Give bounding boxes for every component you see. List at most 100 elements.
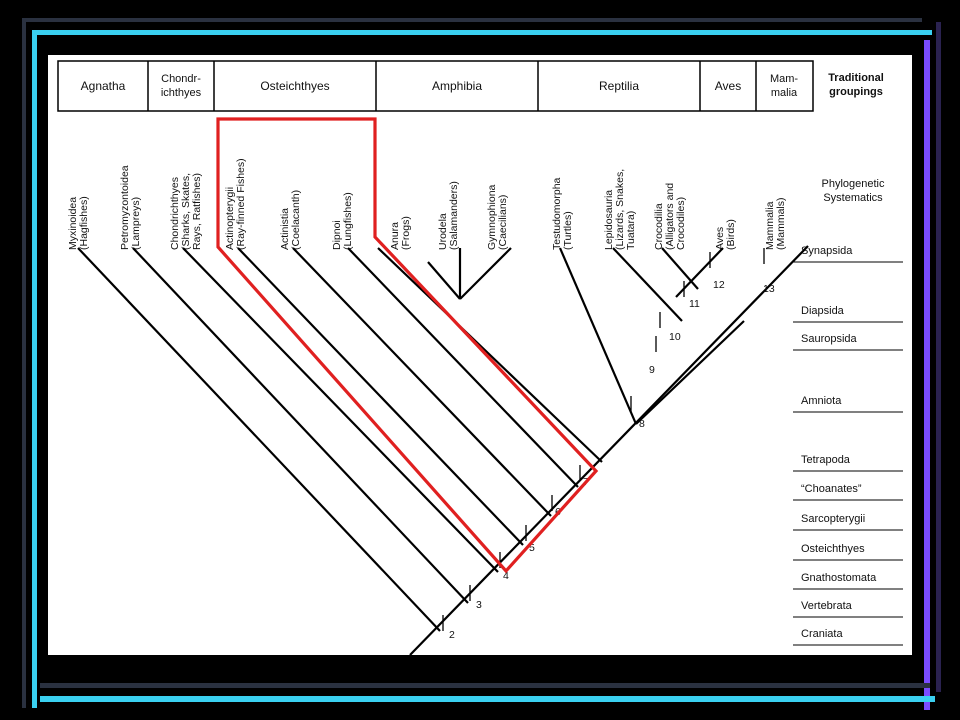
grouping-chondrichthyes: Chondr-ichthyes <box>161 73 202 99</box>
frame-top-cyan-bar <box>32 30 932 35</box>
taxon-label: Testudomorpha(Turtles) <box>551 177 574 250</box>
taxon-label-line: Urodela <box>437 213 449 250</box>
t-phylo-line: Systematics <box>823 192 883 204</box>
taxon-label-line: (Hagfishes) <box>78 196 90 250</box>
clade-label: Sarcopterygii <box>801 513 865 525</box>
taxon-label-line: Lepidosauria <box>603 190 615 250</box>
taxon-label: Actinopterygii(Ray-finned Fishes) <box>224 158 247 250</box>
taxon-label-line: Rays, Ratfishes) <box>191 173 203 250</box>
node-number: 9 <box>649 364 655 376</box>
taxon-label-line: Chondrichthyes <box>169 177 181 250</box>
tree-branch <box>612 247 683 322</box>
taxon-label-line: (Ray-finned Fishes) <box>235 158 247 250</box>
node-number: 5 <box>529 542 535 554</box>
taxon-label-line: Actinopterygii <box>224 187 236 250</box>
node-number: 3 <box>476 599 482 611</box>
tree-branch <box>459 247 512 300</box>
taxon-label: Urodela(Salamanders) <box>437 181 460 250</box>
taxon-label-line: Testudomorpha <box>551 177 563 250</box>
tree-branch <box>409 245 809 656</box>
tree-branch <box>182 247 499 573</box>
clade-label: Diapsida <box>801 305 845 317</box>
clade-label: Gnathostomata <box>801 572 877 584</box>
taxon-label: Chondrichthyes(Sharks, Skates,Rays, Ratf… <box>169 173 203 250</box>
taxon-label-line: (Lampreys) <box>130 197 142 250</box>
tree-branch <box>661 247 699 290</box>
taxon-label-line: (Mammals) <box>775 198 787 251</box>
grouping-amphibia: Amphibia <box>432 79 482 93</box>
frame-bottom-cyan-bar <box>40 696 935 702</box>
frame-right-purple-bar <box>924 40 930 710</box>
node-number: 10 <box>669 331 681 343</box>
node-number: 13 <box>763 283 775 295</box>
t-mam-line: Mam- <box>770 73 798 85</box>
grouping-agnatha: Agnatha <box>81 79 126 93</box>
taxon-label: Gymnophiona(Caecilians) <box>486 184 509 250</box>
frame-right-dark-bar <box>936 22 941 692</box>
t-chondr-line: Chondr- <box>161 73 201 85</box>
taxon-label-line: (Sharks, Skates, <box>180 173 192 250</box>
grouping-aves: Aves <box>715 79 741 93</box>
taxon-label-line: Dipnoi <box>331 220 343 250</box>
osteichthyes-highlight-outline <box>216 117 599 574</box>
taxon-label: Mammalia(Mammals) <box>764 198 787 251</box>
grouping-reptilia: Reptilia <box>599 79 639 93</box>
tree-branches <box>77 245 809 656</box>
clade-levels: SynapsidaDiapsidaSauropsidaAmniotaTetrap… <box>793 245 903 646</box>
tree-branch <box>132 247 469 604</box>
taxon-label-line: (Coelacanth) <box>290 190 302 250</box>
taxon-label: Myxinoidea(Hagfishes) <box>67 196 90 250</box>
taxon-label-line: (Frogs) <box>400 216 412 250</box>
taxon-label-line: Crocodilia <box>653 203 665 250</box>
clade-label: Tetrapoda <box>801 454 851 466</box>
clade-label: Craniata <box>801 628 843 640</box>
taxon-label-line: (Turtles) <box>562 211 574 250</box>
node-number: 11 <box>689 298 700 310</box>
node-number: 12 <box>713 279 725 291</box>
taxon-label-line: (Birds) <box>725 219 737 250</box>
cladogram: Agnatha Chondr-ichthyes Osteichthyes Amp… <box>57 60 903 656</box>
clade-label: Sauropsida <box>801 333 858 345</box>
frame-left-cyan-bar <box>32 30 37 708</box>
taxon-label-line: (Lungfishes) <box>342 192 354 250</box>
node-number: 4 <box>503 570 509 582</box>
clade-label: Amniota <box>801 395 842 407</box>
tree-branch <box>558 247 638 425</box>
tree-branch <box>635 320 745 425</box>
taxon-label: Anura(Frogs) <box>389 216 412 250</box>
taxon-label-line: Mammalia <box>764 201 776 250</box>
clade-label: Osteichthyes <box>801 543 865 555</box>
taxon-label-line: (Lizards, Snakes, <box>614 169 626 250</box>
taxon-label-line: Crocodiles) <box>675 197 687 250</box>
taxon-label-line: (Caecilians) <box>497 195 509 250</box>
t-chondr-line: ichthyes <box>161 87 202 99</box>
taxon-label-line: (Alligators and <box>664 183 676 250</box>
taxon-label: Dipnoi(Lungfishes) <box>331 192 354 250</box>
tree-branch <box>377 247 603 463</box>
taxon-label: Lepidosauria(Lizards, Snakes,Tuatara) <box>603 169 637 250</box>
taxa-labels: Myxinoidea(Hagfishes) Petromyzontoidea(La… <box>67 158 787 250</box>
taxon-label-line: Actinistia <box>279 208 291 250</box>
taxon-label-line: Petromyzontoidea <box>119 165 131 250</box>
clade-label: Synapsida <box>801 245 853 257</box>
taxon-label-line: Anura <box>389 222 401 250</box>
taxon-label-line: Gymnophiona <box>486 184 498 250</box>
taxon-label: Aves(Birds) <box>714 219 737 250</box>
node-number: 8 <box>639 418 645 430</box>
cladogram-panel: Agnatha Chondr-ichthyes Osteichthyes Amp… <box>48 55 912 656</box>
tree-branch <box>347 247 579 488</box>
taxon-label: Actinistia(Coelacanth) <box>279 190 302 250</box>
t-mam-line: malia <box>771 87 798 99</box>
grouping-mammalia: Mam-malia <box>770 73 798 99</box>
frame-top-bar <box>22 18 922 22</box>
clade-label: “Choanates” <box>801 483 862 495</box>
frame-bottom-bar <box>40 683 930 688</box>
taxon-label-line: Aves <box>714 227 726 250</box>
taxon-label-line: Tuatara) <box>625 211 637 250</box>
taxon-label-line: (Salamanders) <box>448 181 460 250</box>
tree-branch <box>427 261 461 300</box>
